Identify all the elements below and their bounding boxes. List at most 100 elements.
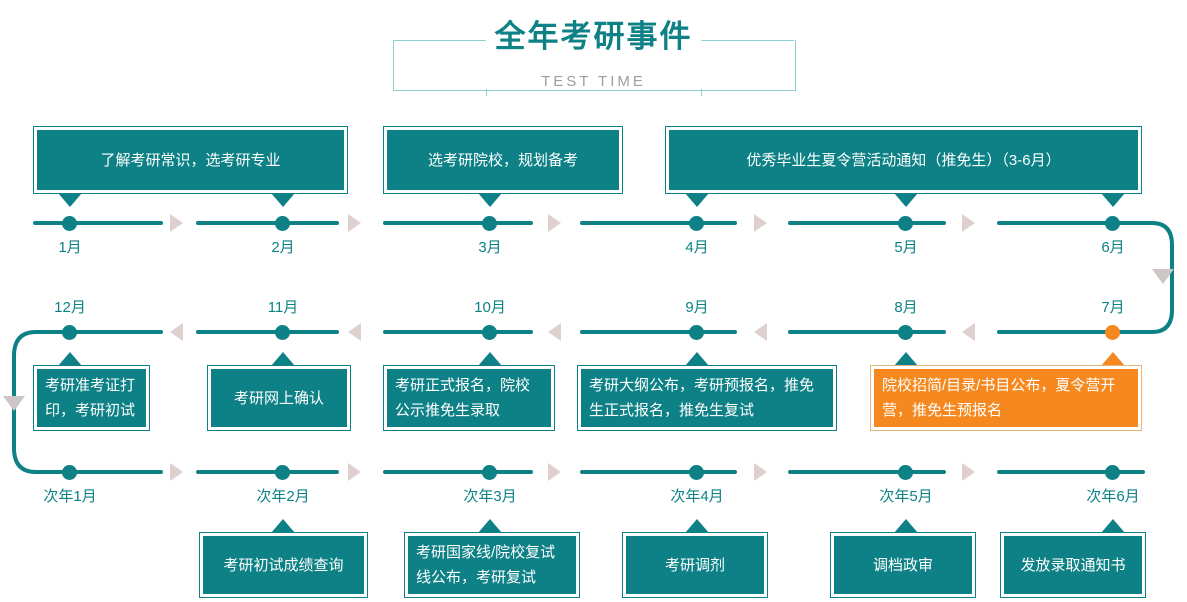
event-box-r3-4[interactable]: 考研调剂 [622,532,768,598]
event-box-label: 院校招简/目录/书目公布，夏令营开营，推免生预报名 [874,369,1138,427]
month-label-r1-2: 2月 [271,239,295,256]
timeline-dot-r1-4[interactable] [689,216,704,231]
timeline-dot-r2-4[interactable] [689,325,704,340]
timeline-segment-r2-2 [196,330,339,334]
timeline-segment-r1-3 [383,221,533,225]
event-box-label: 调档政审 [834,536,972,594]
flow-arrow-r2-2 [348,323,361,341]
event-box-r3-6[interactable]: 发放录取通知书 [1000,532,1146,598]
flow-arrow-r2-5 [962,323,975,341]
box-pointer-up-r3-3 [478,519,502,533]
box-pointer-down-r1-3a [685,193,709,207]
event-box-label: 选考研院校，规划备考 [387,130,619,190]
box-pointer-down-r1-3c [1101,193,1125,207]
month-label-r3-4: 次年4月 [670,488,724,505]
month-label-r1-3: 3月 [478,239,502,256]
event-box-label: 考研准考证打印，考研初试 [37,369,146,427]
timeline-dot-r2-3[interactable] [482,325,497,340]
timeline-segment-r3-4 [580,470,737,474]
month-label-r3-5: 次年5月 [879,488,933,505]
month-label-r2-2: 11月 [267,299,299,316]
flow-arrow-r1-4 [754,214,767,232]
timeline-dot-r2-5[interactable] [898,325,913,340]
month-label-r2-1: 12月 [54,299,86,316]
box-pointer-up-r2-1 [58,352,82,366]
timeline-segment-r3-2 [196,470,339,474]
event-box-r2-2[interactable]: 考研网上确认 [207,365,351,431]
page-title: 全年考研事件 [494,19,693,54]
timeline-segment-r3-1 [33,470,163,474]
event-box-label: 考研正式报名，院校公示推免生录取 [387,369,551,427]
flow-arrow-r2-4 [754,323,767,341]
flow-arrow-r3-5 [962,463,975,481]
box-pointer-up-r2-5b [1101,352,1125,366]
event-box-r3-3[interactable]: 考研国家线/院校复试线公布，考研复试 [404,532,580,598]
timeline-segment-r3-5 [788,470,946,474]
timeline-dot-r2-6-highlight[interactable] [1105,325,1120,340]
event-box-r1-2[interactable]: 选考研院校，规划备考 [383,126,623,194]
month-label-r1-5: 5月 [894,239,918,256]
box-pointer-up-r2-4 [685,352,709,366]
flow-arrow-r3-3 [548,463,561,481]
timeline-dot-r3-1[interactable] [62,465,77,480]
timeline-segment-r3-3 [383,470,533,474]
timeline-dot-r3-2[interactable] [275,465,290,480]
flow-arrow-r1-3 [548,214,561,232]
timeline-dot-r1-3[interactable] [482,216,497,231]
flow-arrow-r2-3 [548,323,561,341]
box-pointer-up-r3-4 [685,519,709,533]
flow-arrow-r3-2 [348,463,361,481]
box-pointer-up-r2-2 [271,352,295,366]
timeline-segment-r1-5 [788,221,946,225]
event-box-label: 优秀毕业生夏令营活动通知（推免生）（3-6月） [669,130,1138,190]
month-label-r2-5: 8月 [894,299,918,316]
event-box-label: 考研网上确认 [211,369,347,427]
timeline-dot-r1-1[interactable] [62,216,77,231]
timeline-dot-r3-3[interactable] [482,465,497,480]
event-box-r3-5[interactable]: 调档政审 [830,532,976,598]
timeline-dot-r2-2[interactable] [275,325,290,340]
timeline-segment-r2-1 [33,330,163,334]
flow-arrow-r1-2 [348,214,361,232]
month-label-r3-1: 次年1月 [43,488,97,505]
event-box-r2-5-highlight[interactable]: 院校招简/目录/书目公布，夏令营开营，推免生预报名 [870,365,1142,431]
month-label-r1-4: 4月 [685,239,709,256]
timeline-dot-r3-4[interactable] [689,465,704,480]
month-label-r3-6: 次年6月 [1086,488,1140,505]
timeline-segment-r2-5 [788,330,946,334]
month-label-r3-3: 次年3月 [463,488,517,505]
event-box-r2-4[interactable]: 考研大纲公布，考研预报名，推免生正式报名，推免生复试 [577,365,837,431]
timeline-dot-r1-5[interactable] [898,216,913,231]
box-pointer-down-r1-2a [478,193,502,207]
box-pointer-up-r3-6 [1101,519,1125,533]
event-box-r1-1[interactable]: 了解考研常识，选考研专业 [33,126,348,194]
event-box-label: 考研调剂 [626,536,764,594]
box-pointer-up-r3-2 [271,519,295,533]
box-pointer-up-r2-5a [894,352,918,366]
subtitle-tick-left [486,89,487,96]
box-pointer-up-r2-3 [478,352,502,366]
event-box-r2-1[interactable]: 考研准考证打印，考研初试 [33,365,150,431]
wrap-arrow-left [3,396,25,411]
timeline-segment-r2-4 [580,330,737,334]
timeline-dot-r1-2[interactable] [275,216,290,231]
timeline-segment-r1-6 [997,221,1145,225]
month-label-r2-3: 10月 [474,299,506,316]
timeline-segment-r1-2 [196,221,339,225]
timeline-segment-r2-3 [383,330,533,334]
title-rule-right [701,40,794,41]
right-wrap-connector [1112,215,1187,340]
subtitle-tick-right [701,89,702,96]
event-box-r1-3[interactable]: 优秀毕业生夏令营活动通知（推免生）（3-6月） [665,126,1142,194]
box-pointer-down-r1-1b [271,193,295,207]
month-label-r1-6: 6月 [1101,239,1125,256]
timeline-dot-r3-5[interactable] [898,465,913,480]
timeline-dot-r3-6[interactable] [1105,465,1120,480]
event-box-r2-3[interactable]: 考研正式报名，院校公示推免生录取 [383,365,555,431]
month-label-r2-6: 7月 [1101,299,1125,316]
flow-arrow-r2-1 [170,323,183,341]
box-pointer-down-r1-3b [894,193,918,207]
wrap-arrow-right [1152,269,1174,284]
event-box-r3-2[interactable]: 考研初试成绩查询 [199,532,368,598]
month-label-r3-2: 次年2月 [256,488,310,505]
